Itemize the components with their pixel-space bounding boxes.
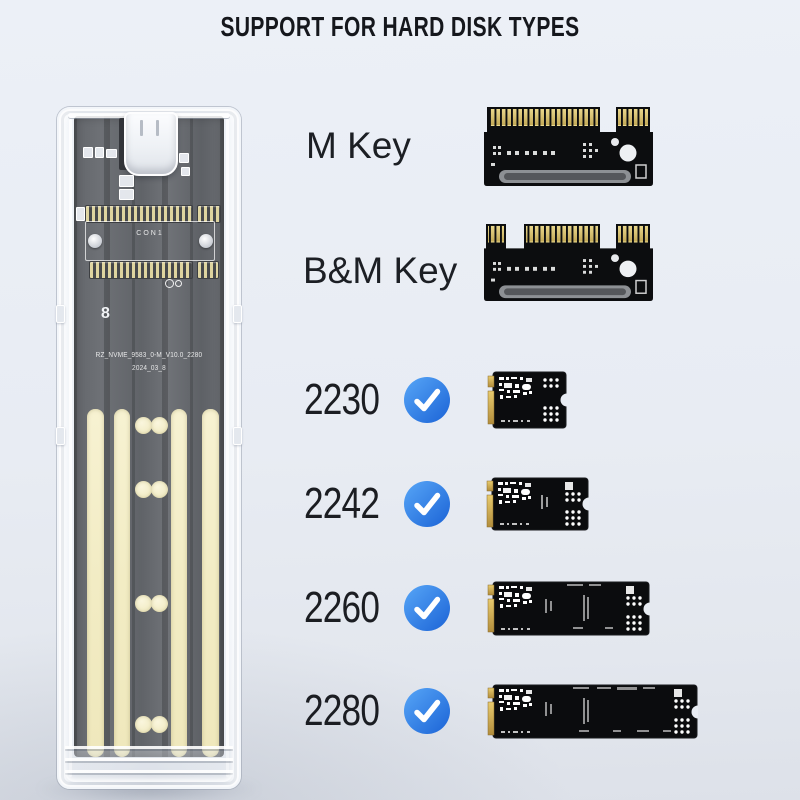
pcb-component [119,175,134,187]
thermal-pad [202,409,219,757]
pcb-component [95,147,104,158]
thermal-pad-dot [135,417,152,434]
check-icon [404,481,450,527]
usb-pin [156,120,159,136]
m2-slot-contacts [89,261,193,279]
slot-label: CON1 [136,230,164,237]
ssd-2242-image [486,477,589,531]
check-icon [404,585,450,631]
shell-clip [56,427,65,445]
standoff-screw [88,234,102,248]
silkscreen-mark [165,279,174,288]
thermal-pad-dot [151,417,168,434]
m2-slot-contacts [197,205,221,223]
silkscreen-text: 2024_03_8 [132,365,166,372]
silkscreen-mark [175,280,182,287]
m2-slot-outline: CON1 [85,221,215,261]
check-icon [404,688,450,734]
usb-c-port [124,112,178,176]
shell-clip [233,427,242,445]
pcb-component [76,207,85,221]
shell-clip [56,305,65,323]
thermal-pad-dot [151,716,168,733]
shell-highlight-left [69,119,72,777]
size-2230-label: 2230 [304,375,380,424]
ssd-2230-image [487,371,567,429]
size-2280-label: 2280 [304,686,380,735]
m2-slot-contacts [85,205,193,223]
pcb-component [106,149,117,158]
m2-slot-contacts [197,261,219,279]
pcb-component [119,189,134,200]
brand-logo: 8 [101,305,111,322]
pcb-component [179,153,189,163]
shell-clip [233,305,242,323]
thermal-pad-dot [151,595,168,612]
enclosure-image: CON1 8 RZ_NVME_9583_0-M_V10.0_2280 2024_… [56,107,242,789]
thermal-pad-dot [135,716,152,733]
thermal-pad [171,409,187,757]
thermal-pad-dot [151,481,168,498]
page-title: SUPPORT FOR HARD DISK TYPES [220,11,580,42]
thermal-pad [114,409,130,757]
thermal-pad-dot [135,595,152,612]
pcb-component [83,147,93,158]
m-key-connector-image [484,107,653,186]
m-key-label: M Key [306,125,411,166]
thermal-pad-dot [135,481,152,498]
usb-pin [140,120,143,136]
size-2242-label: 2242 [304,479,380,528]
pcb-component [181,167,190,176]
check-icon [404,377,450,423]
standoff-screw [199,234,213,248]
shell-highlight-right [226,119,229,777]
silkscreen-text: RZ_NVME_9583_0-M_V10.0_2280 [95,352,203,359]
size-2260-label: 2260 [304,583,380,632]
ssd-2280-image [487,684,698,739]
bm-key-connector-image [484,224,653,302]
ssd-2260-image [487,581,650,636]
thermal-pad [87,409,104,757]
bm-key-label: B&M Key [303,250,458,291]
enclosure-bottom-cap [65,746,233,782]
